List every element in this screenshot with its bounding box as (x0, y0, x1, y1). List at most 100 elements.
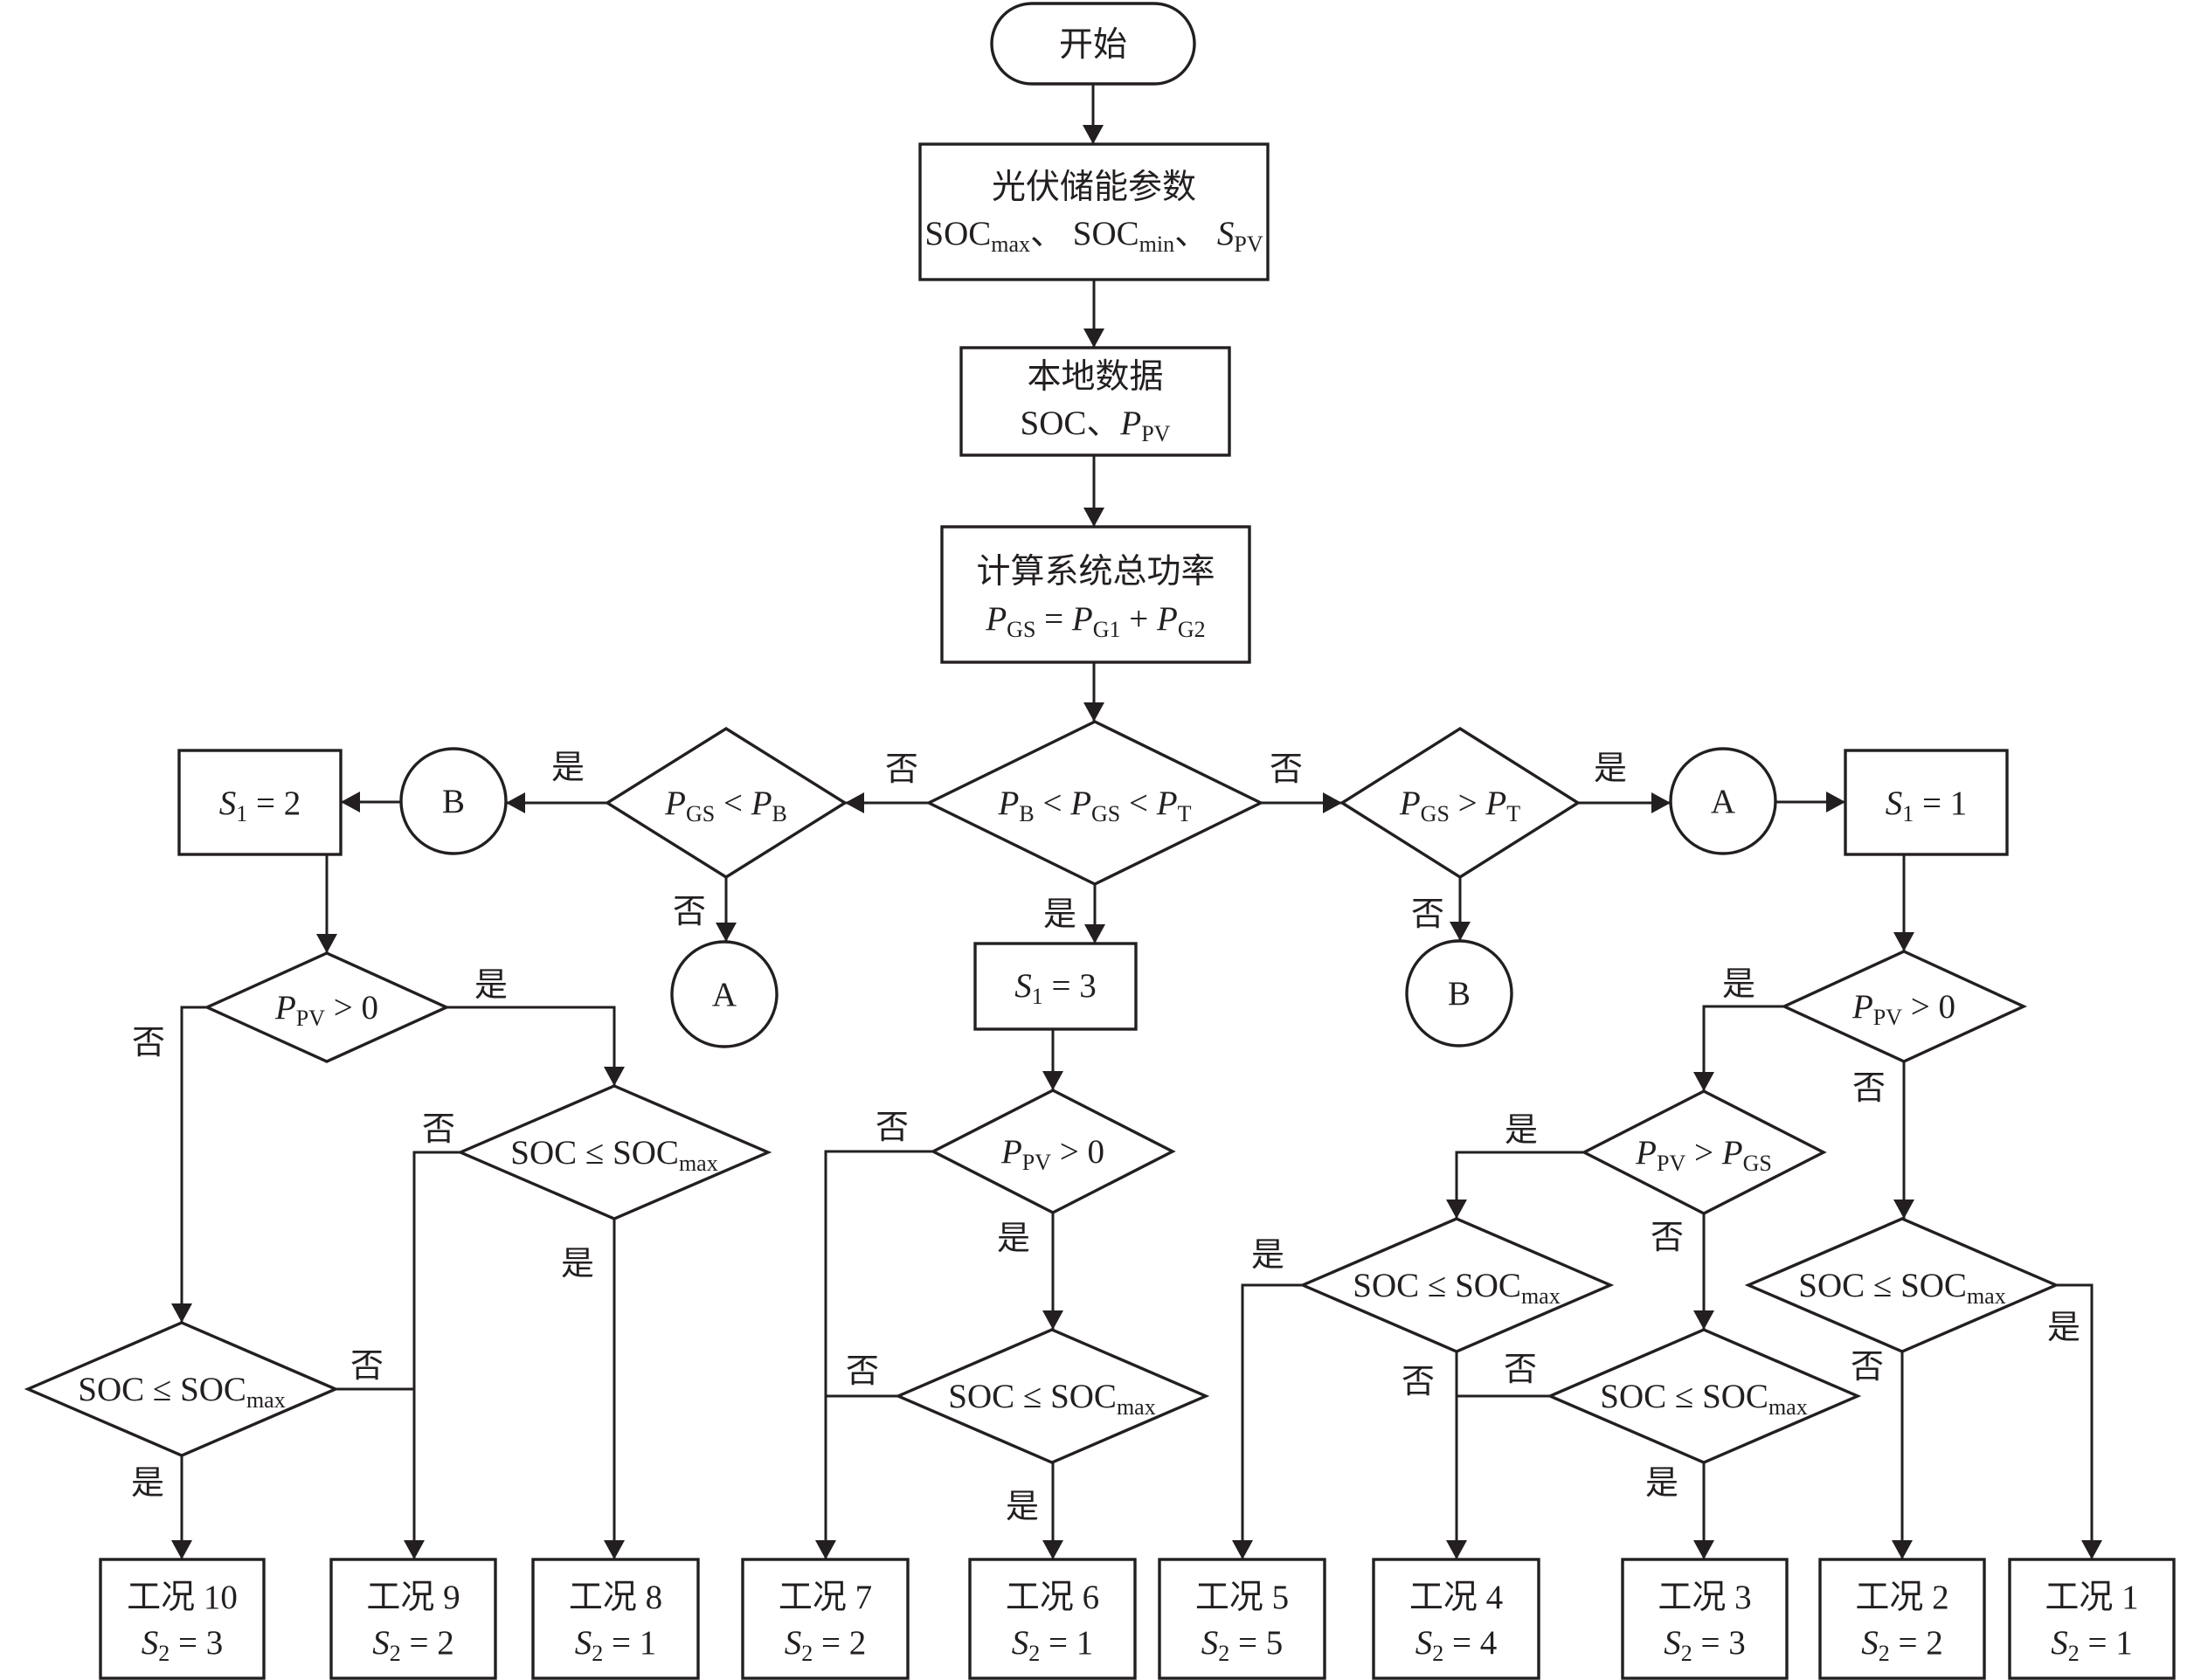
node-conn-a-low: A (670, 940, 779, 1048)
edge-dec-pgs-between-to-dec-pgs-below: 否 (845, 751, 929, 813)
edge-label-no: 否 (1402, 1364, 1435, 1400)
variable-symbol: S (142, 1624, 159, 1662)
edge-dec-soc-left-lower-to-case-10: 是 (131, 1455, 192, 1559)
node-dec-ppv-mid: PPV > 0 (930, 1089, 1176, 1214)
node-label-line-1: 工况 4 (1409, 1579, 1503, 1616)
connector-circle (1669, 747, 1777, 855)
subscript: GS (686, 801, 715, 826)
node-label-line-2: S2 = 2 (1861, 1624, 1943, 1666)
variable-symbol: S (2051, 1624, 2068, 1662)
outcome-box (741, 1558, 910, 1680)
node-case-8: 工况 8S2 = 1 (531, 1558, 700, 1680)
node-label-line-1: PB < PGS < PT (998, 785, 1192, 826)
node-s1-2: S1 = 2 (177, 749, 343, 856)
edge-label-no: 否 (876, 1110, 909, 1146)
variable-symbol: P (1851, 988, 1873, 1026)
subscript: max (246, 1387, 286, 1413)
edge-dec-ppv-left-to-dec-soc-left-lower: 否 (132, 1006, 207, 1323)
connector-line (1232, 1283, 1303, 1559)
outcome-box (1158, 1558, 1326, 1680)
text-run: + (1121, 600, 1158, 638)
variable-symbol: S (219, 785, 237, 822)
subscript: max (679, 1151, 718, 1176)
node-label-line-1: 工况 8 (569, 1579, 662, 1616)
node-case-3: 工况 3S2 = 3 (1621, 1558, 1789, 1680)
text-run: 光伏储能参数 (992, 169, 1196, 206)
decision-diamond (1546, 1328, 1862, 1464)
node-label-line-1: PPV > PGS (1635, 1134, 1772, 1176)
variable-symbol: S (1886, 785, 1903, 822)
node-dec-soc-left-upper: SOC ≤ SOCmax (456, 1084, 772, 1220)
variable-symbol: S (372, 1624, 390, 1662)
text-run: 工况 3 (1658, 1579, 1751, 1616)
node-s1-1: S1 = 1 (1844, 749, 2009, 856)
decision-diamond (894, 1328, 1210, 1464)
text-run: = 1 (603, 1624, 656, 1662)
edge-dec-ppv-pgs-right-to-dec-soc-right-a: 是 (1446, 1112, 1584, 1219)
node-label-line-1: 工况 7 (779, 1579, 872, 1616)
subscript: GS (1091, 801, 1120, 826)
connector-line (2055, 1283, 2102, 1559)
edge-dec-soc-right-c-to-case-1: 是 (2047, 1283, 2102, 1559)
edge-dec-soc-right-c-to-case-2: 否 (1851, 1349, 1913, 1559)
decision-diamond (456, 1084, 772, 1220)
node-case-6: 工况 6S2 = 1 (968, 1558, 1137, 1680)
text-run: > 0 (325, 989, 378, 1027)
node-case-4: 工况 4S2 = 4 (1372, 1558, 1540, 1680)
text-run: > 0 (1902, 988, 1955, 1026)
connector-line (446, 1006, 625, 1086)
text-run: 工况 7 (779, 1579, 872, 1616)
text-run: B (442, 783, 465, 820)
node-s1-3: S1 = 3 (973, 942, 1138, 1031)
edge-dec-ppv-right-to-dec-ppv-pgs-right: 是 (1693, 966, 1784, 1091)
text-run: 、 SOC (1030, 215, 1139, 252)
text-run: SOC、 (1021, 404, 1121, 442)
edge-dec-ppv-mid-to-dec-soc-mid: 是 (997, 1213, 1063, 1330)
edge-label-no: 否 (1851, 1349, 1884, 1386)
subscript: G1 (1093, 617, 1121, 642)
node-label-line-2: S2 = 5 (1201, 1624, 1284, 1666)
node-case-7: 工况 7S2 = 2 (741, 1558, 910, 1680)
outcome-box (968, 1558, 1137, 1680)
node-dec-soc-left-lower: SOC ≤ SOCmax (24, 1321, 340, 1457)
subscript: 2 (592, 1641, 603, 1666)
outcome-box (1818, 1558, 1986, 1680)
subscript: GS (1007, 617, 1035, 642)
node-conn-b-high: B (1405, 939, 1513, 1047)
edge-dec-ppv-left-to-dec-soc-left-upper: 是 (446, 967, 625, 1086)
text-run: = (1035, 600, 1072, 638)
subscript: 2 (2068, 1641, 2080, 1666)
text-run: 工况 4 (1409, 1579, 1503, 1616)
subscript: 2 (1432, 1641, 1443, 1666)
edges-layer: 否否是是否是否是否否是是否否是否是是否是否是否否是否是 (131, 84, 2102, 1559)
node-dec-ppv-left: PPV > 0 (203, 951, 451, 1063)
edge-label-yes: 是 (1645, 1465, 1678, 1502)
subscript: PV (1022, 1150, 1051, 1175)
edge-label-yes: 是 (2047, 1310, 2080, 1346)
subscript: T (1506, 801, 1520, 826)
node-dec-soc-right-c: SOC ≤ SOCmax (1744, 1217, 2060, 1353)
node-dec-ppv-pgs-right: PPV > PGS (1581, 1089, 1827, 1215)
node-label-line-1: 工况 3 (1658, 1579, 1751, 1616)
subscript: G2 (1178, 617, 1206, 642)
subscript: min (1139, 232, 1174, 257)
node-label-line-1: PGS > PT (1399, 785, 1520, 826)
subscript: 2 (1218, 1641, 1229, 1666)
edge-label-no: 否 (1651, 1220, 1684, 1256)
edge-label-no: 否 (422, 1111, 455, 1148)
connector-circle (670, 940, 779, 1048)
process-box (177, 749, 343, 856)
node-label-line-1: PGS < PB (664, 785, 787, 826)
edge-dec-soc-left-upper-to-case-8: 是 (561, 1219, 625, 1559)
subscript: PV (1873, 1005, 1902, 1030)
node-label-line-1: SOC ≤ SOCmax (510, 1134, 717, 1176)
text-run: A (1711, 783, 1735, 820)
subscript: 2 (158, 1641, 170, 1666)
outcome-box (329, 1558, 497, 1680)
subscript: PV (296, 1006, 325, 1031)
node-label-line-1: SOC ≤ SOCmax (1600, 1378, 1807, 1420)
edge-dec-ppv-right-to-dec-soc-right-c: 否 (1852, 1061, 1914, 1219)
variable-symbol: P (1399, 785, 1421, 822)
node-label-line-1: 工况 2 (1855, 1579, 1948, 1616)
